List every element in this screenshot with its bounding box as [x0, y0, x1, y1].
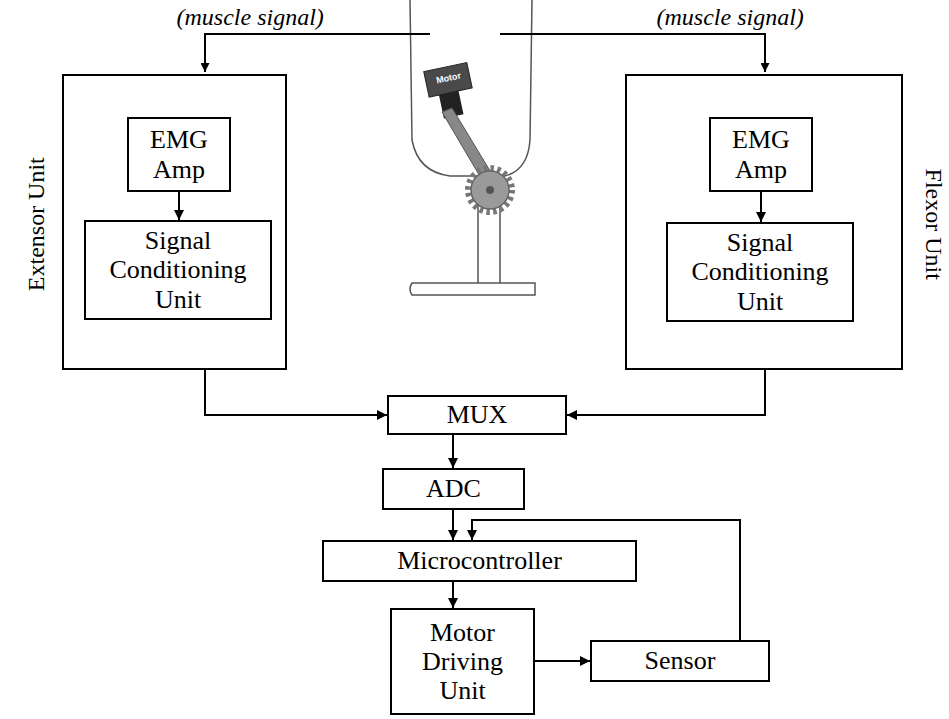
box-text: EMG Amp	[134, 125, 224, 183]
signal-label: (muscle signal)	[657, 4, 804, 31]
process-box: ADC	[382, 468, 525, 510]
signal-arrow	[567, 370, 765, 415]
muscle-signal-wire	[205, 34, 430, 72]
signal-arrow	[760, 192, 762, 222]
box-text: EMG Amp	[716, 125, 806, 183]
box-text: Signal Conditioning Unit	[91, 226, 265, 313]
process-box: EMG Amp	[709, 117, 813, 192]
gear-hub	[486, 186, 494, 194]
signal-arrow	[178, 192, 180, 220]
process-box: Motor Driving Unit	[390, 608, 535, 715]
box-text: Microcontroller	[397, 546, 562, 575]
signal-arrow	[535, 660, 590, 662]
unit-label: Flexor Unit	[920, 169, 946, 280]
box-text: Sensor	[645, 646, 716, 675]
signal-label: (muscle signal)	[177, 4, 324, 31]
unit-frame: Flexor UnitEMG AmpSignal Conditioning Un…	[625, 74, 903, 370]
box-text: Motor Driving Unit	[397, 618, 528, 705]
signal-arrow	[452, 510, 454, 540]
box-text: Signal Conditioning Unit	[673, 228, 847, 315]
process-box: Microcontroller	[322, 540, 637, 582]
signal-arrow	[452, 435, 454, 468]
process-box: Sensor	[590, 640, 770, 682]
gear-teeth	[468, 168, 512, 212]
process-box: Signal Conditioning Unit	[84, 220, 272, 320]
foot	[410, 283, 535, 295]
signal-arrow	[452, 582, 454, 608]
gear	[471, 171, 509, 209]
unit-label: Extensor Unit	[23, 157, 49, 291]
unit-frame: Extensor UnitEMG AmpSignal Conditioning …	[62, 74, 287, 370]
process-box: Signal Conditioning Unit	[666, 222, 854, 322]
process-box: MUX	[387, 395, 567, 435]
box-text: ADC	[426, 474, 481, 503]
muscle-signal-wire	[500, 34, 765, 72]
signal-arrow	[205, 370, 387, 415]
process-box: EMG Amp	[127, 117, 231, 192]
box-text: MUX	[447, 400, 508, 429]
